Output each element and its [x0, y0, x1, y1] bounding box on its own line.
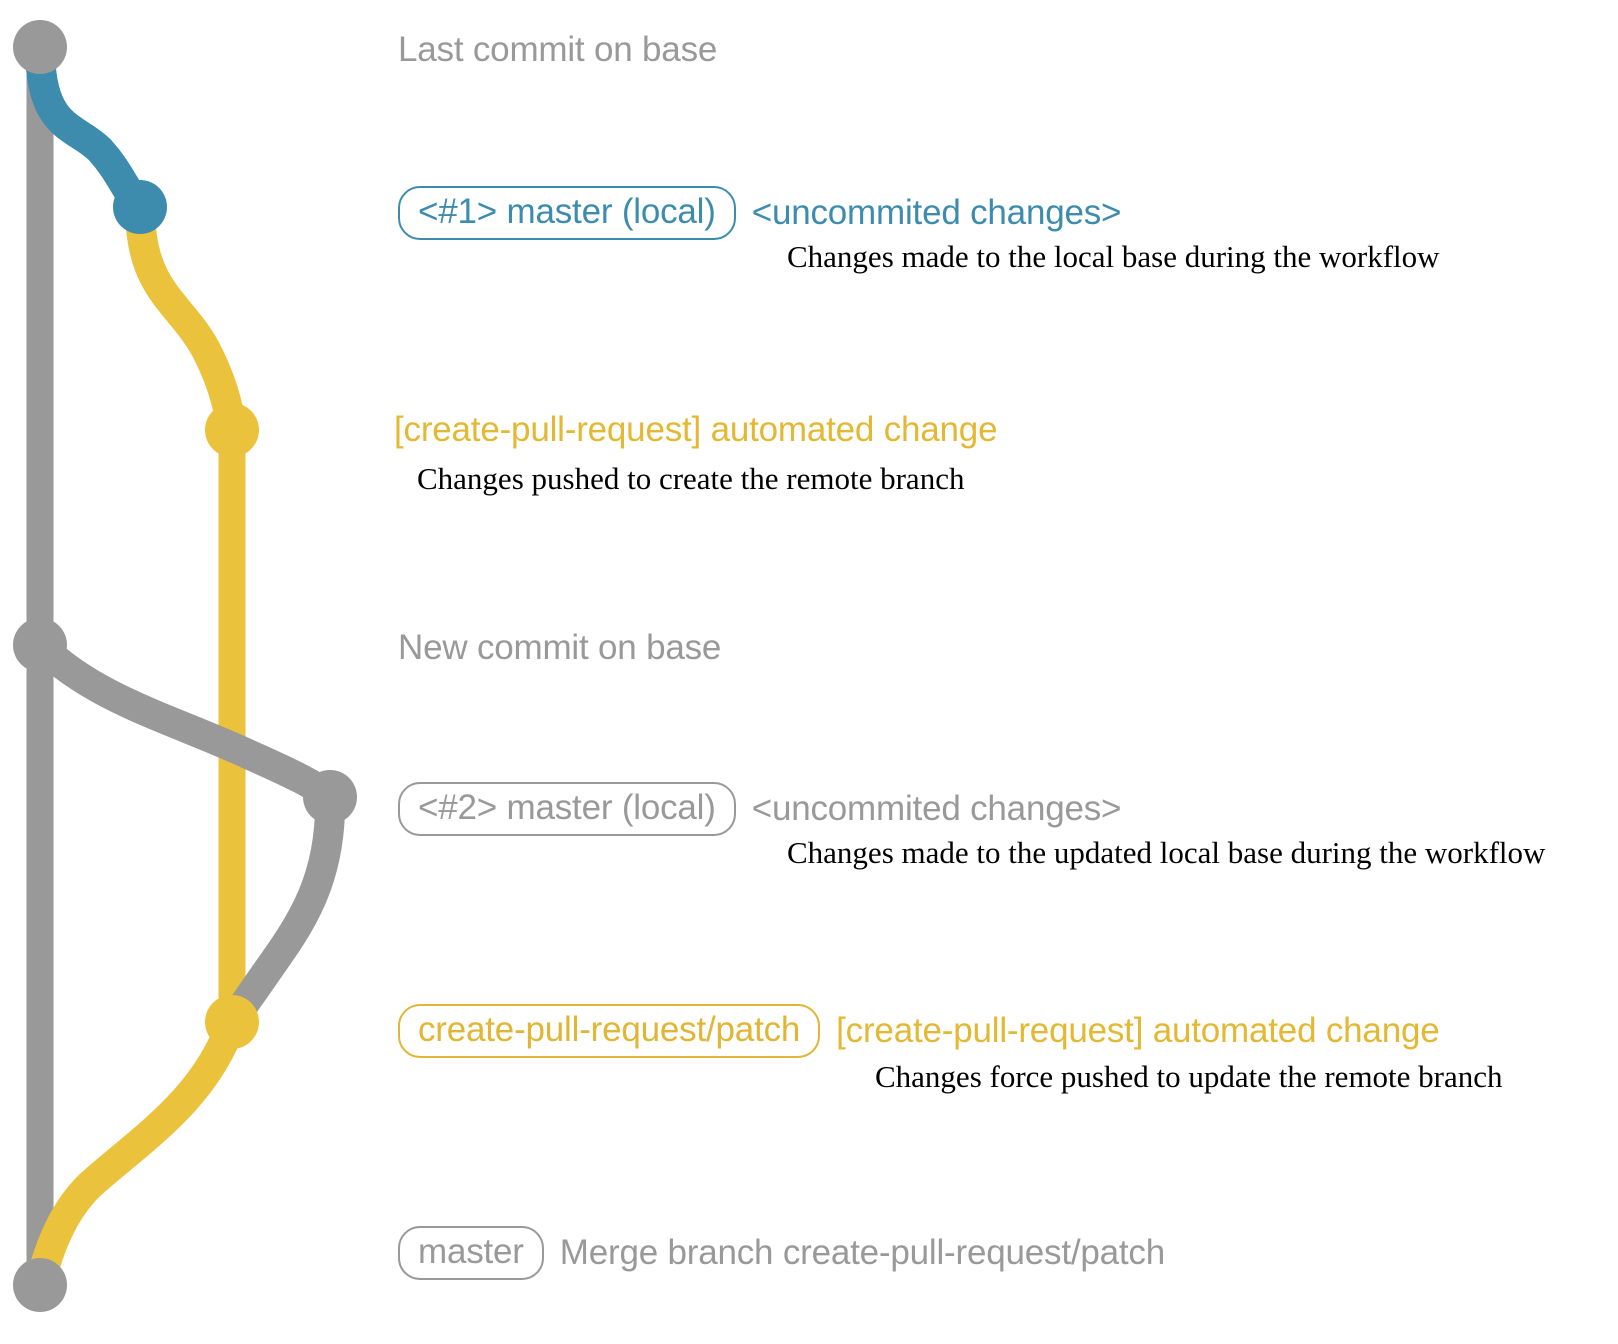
graph-row-master-merge: master Merge branch create-pull-request/… [398, 1226, 1165, 1280]
graph-row-last-commit-on-base: Last commit on base [398, 30, 717, 70]
commit-description-automated-change-1: Changes pushed to create the remote bran… [417, 461, 965, 496]
commit-message-automated-change-1: [create-pull-request] automated change [394, 410, 998, 449]
graph-row-master-local-2: <#2> master (local) <uncommited changes> [398, 782, 1121, 836]
graph-edge-auto-2-to-master [25, 1007, 247, 1300]
commit-node-master-merge[interactable] [13, 1258, 67, 1312]
ref-badge-master-local-1[interactable]: <#1> master (local) [398, 186, 736, 240]
commit-message-master-local-2: <uncommited changes> [751, 789, 1122, 828]
commit-node-base-last[interactable] [13, 20, 67, 74]
commit-description-create-pull-request-patch: Changes force pushed to update the remot… [875, 1059, 1503, 1094]
commit-node-local-2[interactable] [303, 770, 357, 824]
commit-message-master-local-1: <uncommited changes> [751, 193, 1122, 232]
graph-edge-local-1-to-auto-1 [125, 192, 247, 445]
commit-description-master-local-1: Changes made to the local base during th… [787, 239, 1440, 274]
commit-message-new-commit-on-base: New commit on base [398, 628, 722, 667]
ref-badge-master[interactable]: master [398, 1226, 544, 1280]
commit-message-create-pull-request-patch: [create-pull-request] automated change [836, 1011, 1440, 1050]
commit-description-master-local-2: Changes made to the updated local base d… [787, 835, 1546, 870]
commit-node-local-1[interactable] [113, 180, 167, 234]
graph-row-create-pull-request-patch: create-pull-request/patch [create-pull-r… [398, 1004, 1440, 1058]
commit-node-base-new[interactable] [13, 618, 67, 672]
graph-row-automated-change-1: [create-pull-request] automated change [394, 410, 998, 450]
graph-row-new-commit-on-base: New commit on base [398, 628, 721, 668]
commit-node-auto-change-2[interactable] [205, 995, 259, 1049]
graph-row-master-local-1: <#1> master (local) <uncommited changes> [398, 186, 1121, 240]
commit-message-master-merge: Merge branch create-pull-request/patch [559, 1233, 1165, 1272]
ref-badge-create-pull-request-patch[interactable]: create-pull-request/patch [398, 1004, 821, 1058]
commit-message-last-commit-on-base: Last commit on base [398, 30, 718, 69]
commit-node-auto-change-1[interactable] [205, 403, 259, 457]
ref-badge-master-local-2[interactable]: <#2> master (local) [398, 782, 736, 836]
